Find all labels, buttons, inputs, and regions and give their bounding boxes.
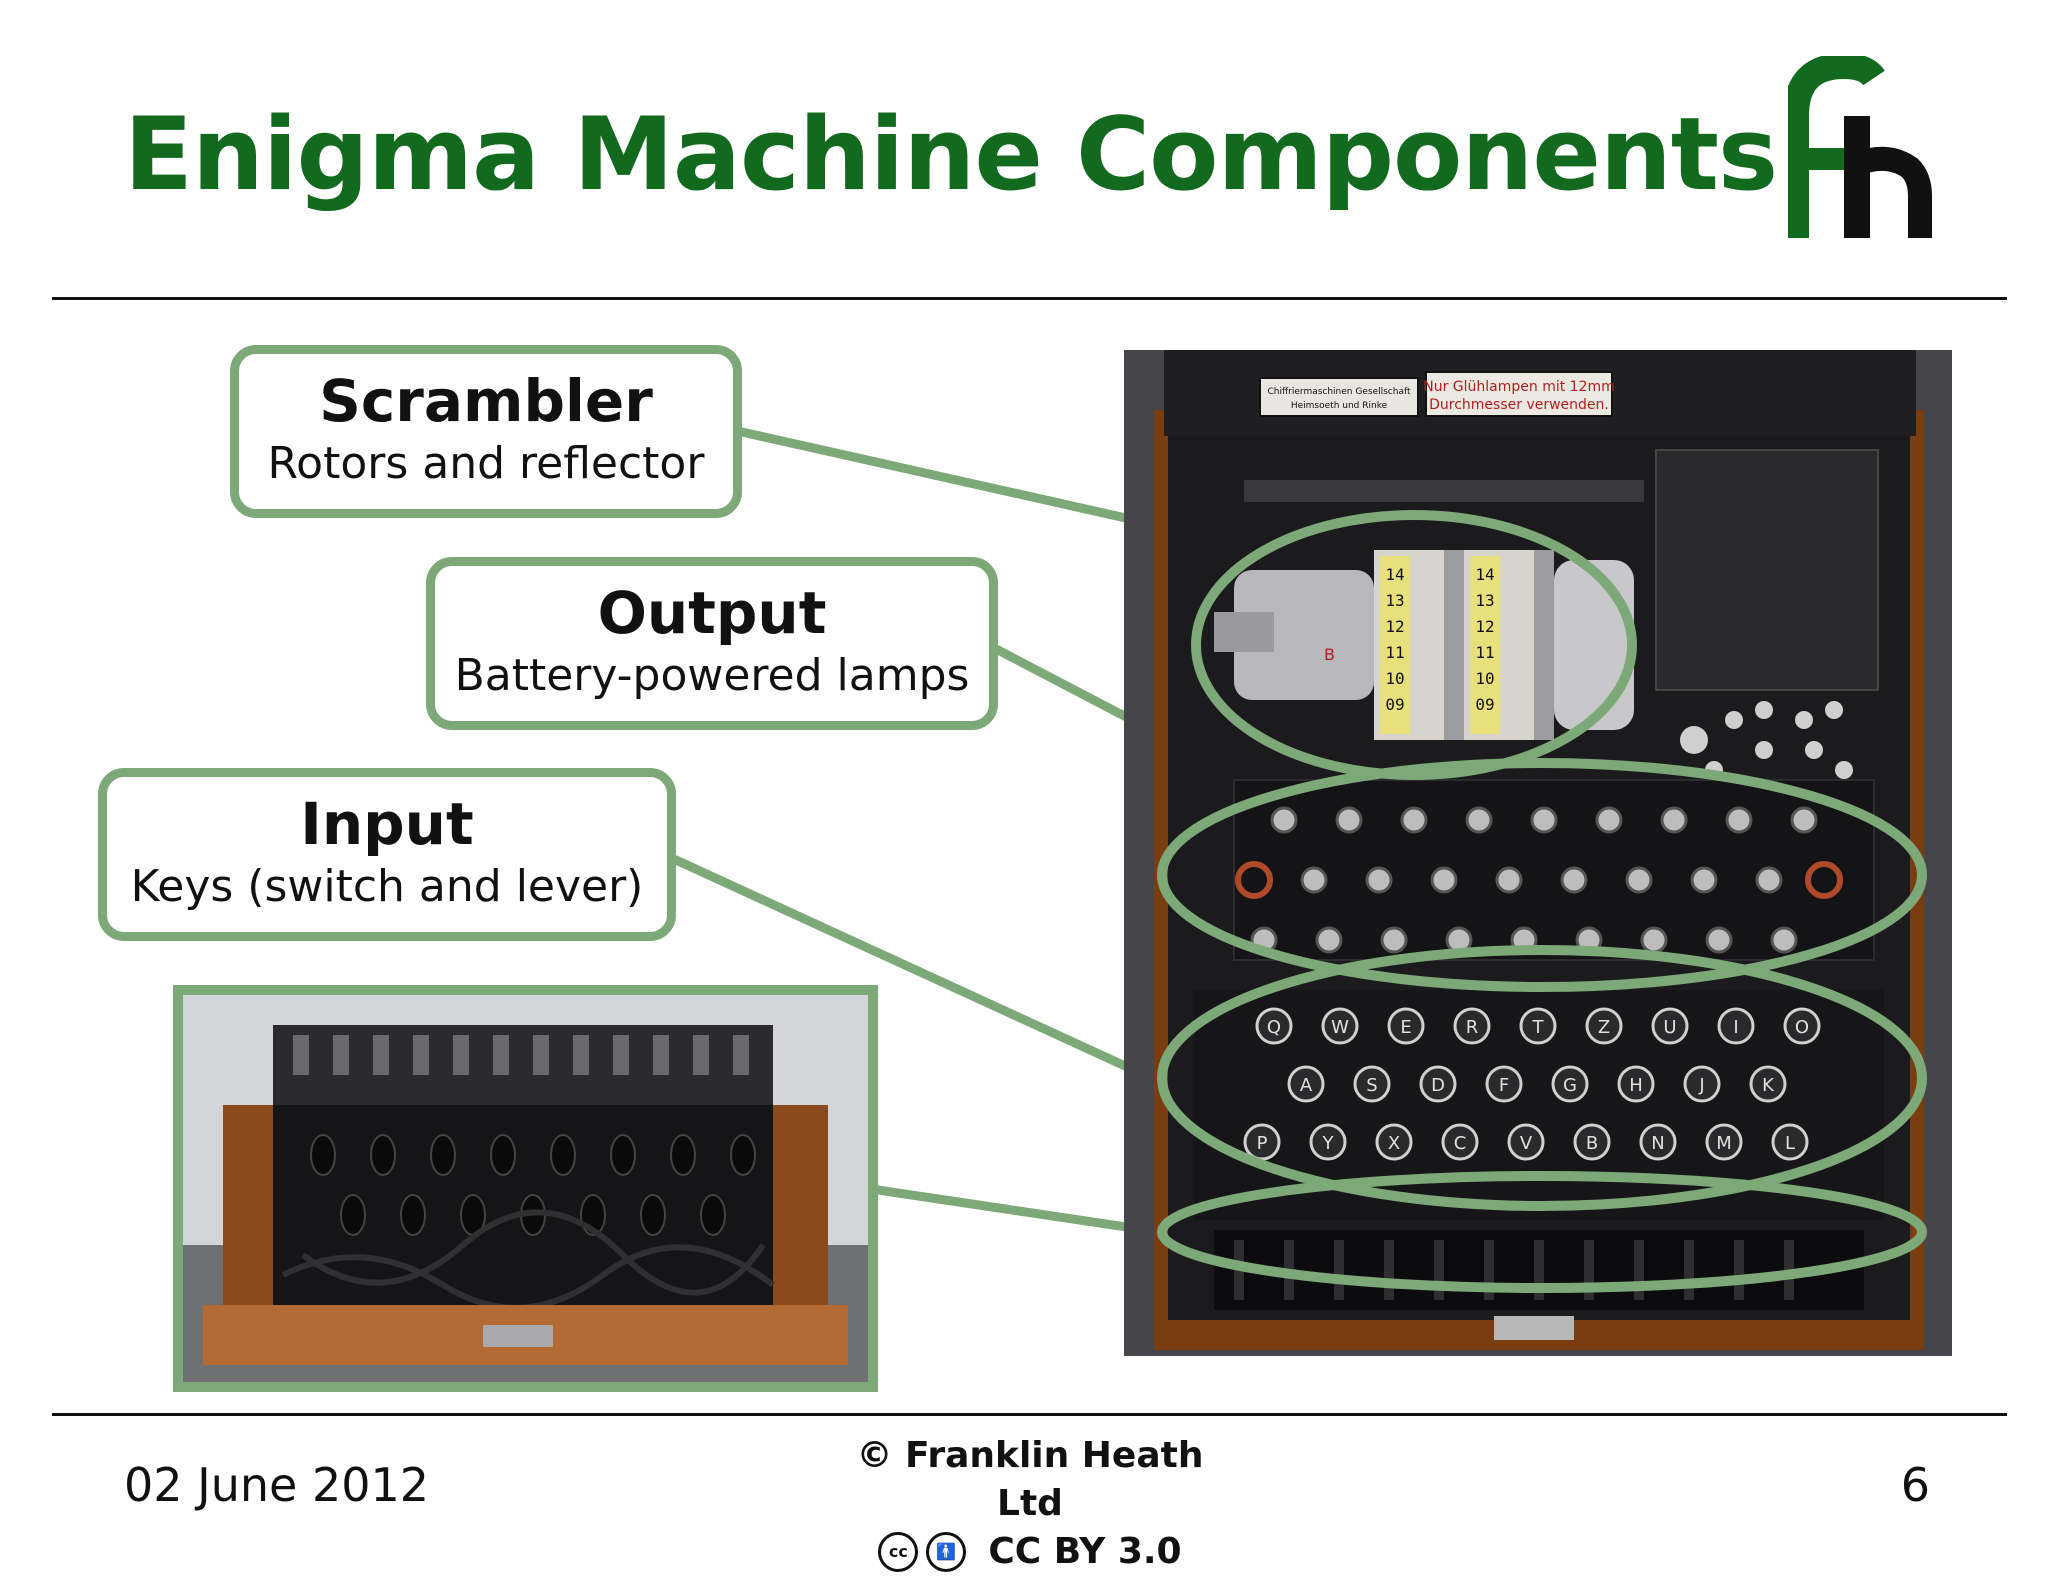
svg-text:10: 10 (1475, 669, 1494, 688)
highlight-levers (1157, 1171, 1927, 1293)
svg-text:A: A (1300, 1075, 1313, 1096)
callout-subtitle: Battery-powered lamps (454, 650, 970, 701)
svg-text:Heimsoeth und Rinke: Heimsoeth und Rinke (1291, 401, 1388, 411)
keyboard-letters: Q W E R T Z U I O A S D F G H J K P Y X C V B N M L (1257, 1017, 1810, 1154)
svg-text:12: 12 (1475, 617, 1494, 636)
svg-text:13: 13 (1385, 591, 1404, 610)
svg-text:N: N (1651, 1133, 1664, 1154)
callout-input: Input Keys (switch and lever) (98, 768, 676, 941)
svg-text:Durchmesser verwenden.: Durchmesser verwenden. (1429, 397, 1609, 413)
connector-input (671, 855, 1165, 1087)
svg-text:X: X (1388, 1133, 1400, 1154)
callout-title: Output (597, 579, 827, 647)
license-line: cc 🚹 CC BY 3.0 (850, 1528, 1210, 1576)
svg-text:M: M (1716, 1133, 1732, 1154)
svg-text:14: 14 (1475, 565, 1494, 584)
footer-date: 02 June 2012 (124, 1458, 430, 1512)
footer-copyright: © Franklin Heath Ltd cc 🚹 CC BY 3.0 (850, 1432, 1210, 1576)
callout-subtitle: Keys (switch and lever) (130, 861, 644, 912)
svg-text:09: 09 (1475, 695, 1494, 714)
svg-text:11: 11 (1385, 643, 1404, 662)
svg-text:W: W (1331, 1017, 1349, 1038)
callout-subtitle: Rotors and reflector (267, 438, 705, 489)
svg-text:14: 14 (1385, 565, 1404, 584)
svg-text:K: K (1762, 1075, 1775, 1096)
rotor-letter: B (1324, 645, 1335, 664)
lamp-row (1250, 806, 1818, 954)
footer-divider (52, 1413, 2007, 1416)
svg-text:E: E (1400, 1017, 1411, 1038)
svg-text:V: V (1520, 1133, 1533, 1154)
svg-text:12: 12 (1385, 617, 1404, 636)
svg-text:B: B (1586, 1133, 1598, 1154)
callout-output: Output Battery-powered lamps (426, 557, 998, 730)
page-number: 6 (1900, 1458, 1930, 1512)
plugboard-photo (173, 985, 878, 1392)
svg-text:U: U (1663, 1017, 1676, 1038)
slide: Enigma Machine Components Chiffriermasch… (52, 56, 2007, 1572)
license-text: CC BY 3.0 (988, 1531, 1182, 1572)
svg-text:I: I (1733, 1017, 1738, 1038)
callout-title: Input (300, 790, 474, 858)
svg-text:R: R (1466, 1017, 1479, 1038)
svg-text:Z: Z (1598, 1017, 1610, 1038)
svg-text:09: 09 (1385, 695, 1404, 714)
slide-title: Enigma Machine Components (124, 95, 1778, 213)
callout-title: Scrambler (319, 367, 653, 435)
cc-icon: cc (878, 1532, 919, 1572)
enigma-machine-illustration: Chiffriermaschinen Gesellschaft Heimsoet… (1154, 350, 1927, 1350)
warning-label-line1: Nur Glühlampen mit 12mm (1423, 379, 1615, 395)
svg-text:C: C (1454, 1133, 1467, 1154)
enigma-machine-photo: Chiffriermaschinen Gesellschaft Heimsoet… (1124, 350, 1952, 1356)
header-divider (52, 297, 2007, 300)
franklin-heath-logo-icon (1788, 56, 1932, 238)
highlight-lamps (1157, 758, 1927, 992)
svg-text:L: L (1785, 1133, 1795, 1154)
highlight-keyboard (1157, 945, 1927, 1211)
label-plate-text: Chiffriermaschinen Gesellschaft (1267, 387, 1411, 397)
callout-scrambler: Scrambler Rotors and reflector (230, 345, 742, 518)
svg-text:13: 13 (1475, 591, 1494, 610)
keyboard-keys (1243, 1007, 1821, 1161)
connector-plugboard (873, 1185, 1165, 1237)
svg-text:D: D (1431, 1075, 1445, 1096)
svg-text:Y: Y (1322, 1133, 1335, 1154)
svg-text:P: P (1257, 1133, 1268, 1154)
svg-text:10: 10 (1385, 669, 1404, 688)
copyright-text: © Franklin Heath Ltd (856, 1435, 1204, 1524)
svg-text:Q: Q (1267, 1017, 1281, 1038)
svg-text:O: O (1795, 1017, 1809, 1038)
svg-text:G: G (1563, 1075, 1577, 1096)
svg-text:H: H (1629, 1075, 1643, 1096)
svg-text:J: J (1698, 1075, 1704, 1096)
svg-text:11: 11 (1475, 643, 1494, 662)
svg-text:T: T (1532, 1017, 1545, 1038)
rotor-numbers: 14 13 12 11 10 09 14 13 12 11 10 09 (1385, 565, 1494, 714)
plugboard-illustration (183, 995, 868, 1382)
by-attribution-icon: 🚹 (926, 1532, 967, 1572)
svg-text:F: F (1499, 1075, 1509, 1096)
highlight-scrambler (1191, 510, 1637, 780)
svg-text:S: S (1366, 1075, 1377, 1096)
